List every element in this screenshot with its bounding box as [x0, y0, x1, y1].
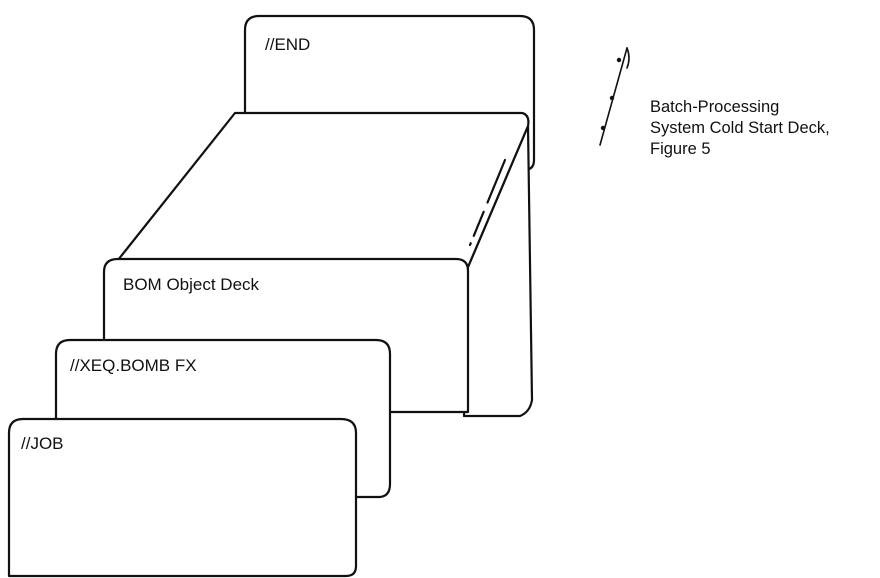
job-card-label: //JOB [21, 434, 64, 453]
end-card-label: //END [265, 35, 310, 54]
deck-bracket-mark [600, 48, 629, 145]
cold-start-deck-callout: Batch-Processing System Cold Start Deck,… [650, 98, 830, 158]
bom-object-deck-label: BOM Object Deck [123, 275, 260, 294]
callout-line-3: Figure 5 [650, 140, 711, 158]
job-card: //JOB [9, 419, 356, 576]
callout-line-2: System Cold Start Deck, [650, 119, 830, 137]
callout-line-1: Batch-Processing [650, 98, 779, 116]
xeq-card-label: //XEQ.BOMB FX [70, 356, 197, 375]
